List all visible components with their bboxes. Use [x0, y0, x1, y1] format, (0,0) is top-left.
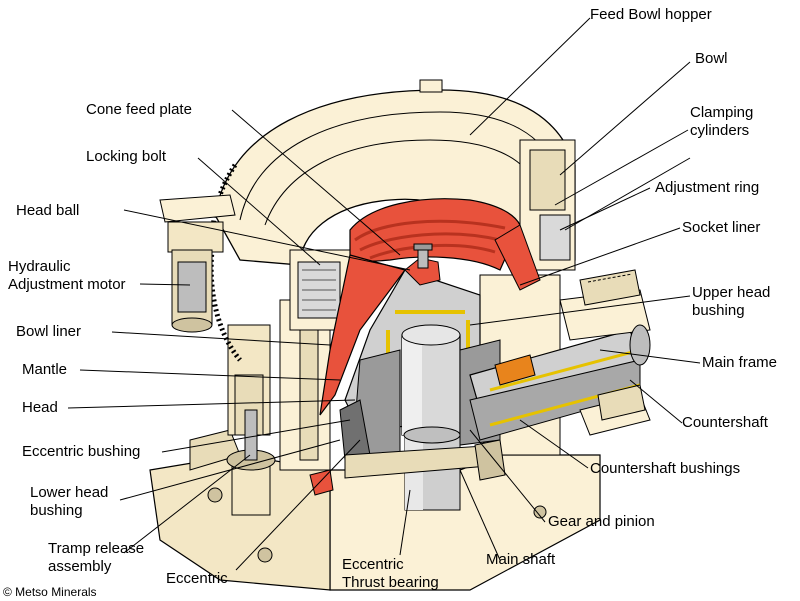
label-eccentric-thrust-line-1: Eccentric — [342, 556, 404, 573]
label-tramp-release-assembly: Tramp release assembly — [48, 540, 144, 576]
label-hydraulic-line-1: Hydraulic — [8, 258, 71, 275]
label-head-ball: Head ball — [16, 202, 80, 219]
label-feed-bowl-hopper: Feed Bowl hopper — [590, 6, 712, 23]
lower-housing — [344, 439, 506, 481]
label-countershaft: Countershaft — [682, 414, 768, 431]
label-upper-head-bushing: Upper head bushing — [692, 284, 770, 320]
feed-cone-red — [349, 198, 521, 271]
copyright-text: © Metso Minerals — [3, 585, 97, 599]
tramp-release-cylinders — [226, 324, 276, 516]
label-main-shaft: Main shaft — [486, 551, 556, 568]
label-adjustment-ring: Adjustment ring — [655, 179, 760, 196]
label-hydraulic-line-2: Adjustment motor — [8, 276, 126, 293]
label-mantle: Mantle — [22, 361, 68, 378]
label-clamping-cylinders-line-2: cylinders — [690, 122, 750, 139]
label-upper-head-bushing-line-1: Upper head — [692, 284, 771, 301]
label-socket-liner: Socket liner — [682, 219, 761, 236]
bowl-assembly — [214, 79, 576, 271]
label-main-frame: Main frame — [702, 354, 778, 371]
leader-lines — [67, 17, 701, 571]
label-lower-head-bushing: Lower head bushing — [30, 484, 108, 520]
label-head: Head — [22, 399, 58, 416]
mantle-red — [309, 224, 541, 496]
label-locking-bolt: Locking bolt — [86, 148, 167, 165]
main-frame-body — [149, 429, 601, 591]
label-gear-and-pinion: Gear and pinion — [548, 513, 655, 530]
label-lower-head-bushing-line-1: Lower head — [30, 484, 109, 501]
label-eccentric-bushing: Eccentric bushing — [22, 443, 141, 460]
hydraulic-motor — [159, 194, 236, 333]
countershaft-assembly — [469, 269, 651, 441]
label-bowl-liner: Bowl liner — [16, 323, 82, 340]
label-eccentric-thrust-line-2: Thrust bearing — [342, 574, 439, 591]
label-bowl: Bowl — [695, 50, 728, 67]
label-eccentric-thrust-bearing: Eccentric Thrust bearing — [342, 556, 439, 592]
label-hydraulic-adjustment-motor: Hydraulic Adjustment motor — [8, 258, 126, 294]
label-tramp-release-line-2: assembly — [48, 558, 112, 575]
label-upper-head-bushing-line-2: bushing — [692, 302, 745, 319]
label-lower-head-bushing-line-2: bushing — [30, 502, 83, 519]
main-shaft — [401, 324, 461, 511]
label-countershaft-bushings: Countershaft bushings — [590, 460, 741, 477]
label-tramp-release-line-1: Tramp release — [48, 540, 145, 557]
label-eccentric: Eccentric — [166, 570, 228, 587]
label-cone-feed-plate: Cone feed plate — [86, 101, 192, 118]
label-clamping-cylinders-line-1: Clamping — [690, 104, 754, 121]
label-clamping-cylinders: Clamping cylinders — [690, 104, 753, 140]
